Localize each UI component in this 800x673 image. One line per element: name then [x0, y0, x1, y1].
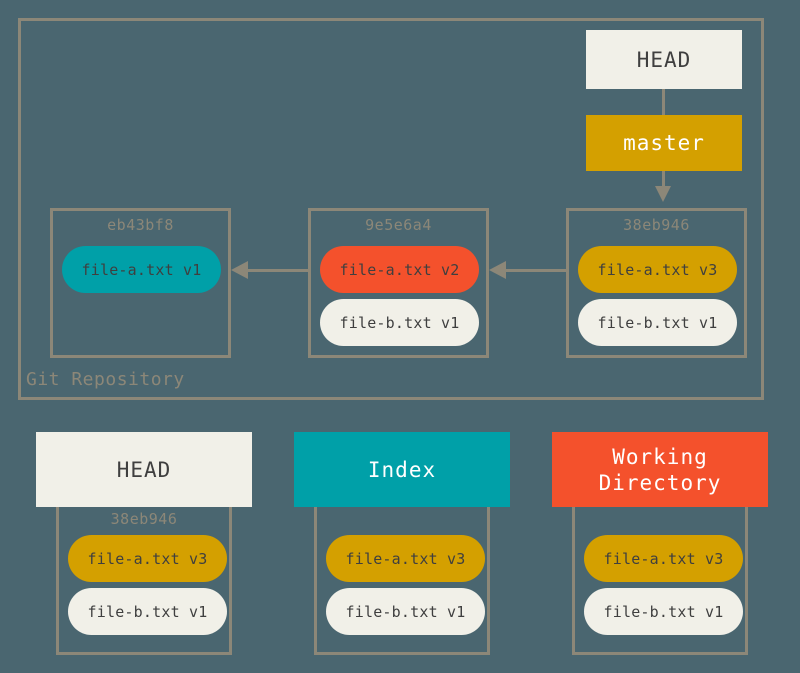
area-panel-index: Index file-a.txt v3 file-b.txt v1 — [294, 432, 510, 655]
file-pill-file-a-v3[interactable]: file-a.txt v3 — [326, 535, 485, 582]
file-pill-file-a-v1[interactable]: file-a.txt v1 — [62, 246, 221, 293]
commit-box-9e5e6a4[interactable]: 9e5e6a4 file-a.txt v2 file-b.txt v1 — [308, 208, 489, 358]
area-body-head — [56, 507, 232, 655]
commit-box-eb43bf8[interactable]: eb43bf8 file-a.txt v1 — [50, 208, 231, 358]
arrow-down-icon — [655, 186, 671, 202]
file-pill-file-a-v3[interactable]: file-a.txt v3 — [578, 246, 737, 293]
file-pill-file-a-v3[interactable]: file-a.txt v3 — [68, 535, 227, 582]
commit-hash-label: eb43bf8 — [107, 216, 174, 234]
file-pill-file-a-v2[interactable]: file-a.txt v2 — [320, 246, 479, 293]
arrow-left-icon — [489, 261, 506, 279]
git-repository-frame — [18, 18, 764, 400]
arrow-left-icon — [231, 261, 248, 279]
commit-edge-line — [505, 269, 567, 272]
file-pill-file-b-v1[interactable]: file-b.txt v1 — [578, 299, 737, 346]
file-pill-file-b-v1[interactable]: file-b.txt v1 — [326, 588, 485, 635]
file-pill-file-b-v1[interactable]: file-b.txt v1 — [584, 588, 743, 635]
file-pill-file-b-v1[interactable]: file-b.txt v1 — [68, 588, 227, 635]
area-body-index — [314, 507, 490, 655]
area-title-index[interactable]: Index — [294, 432, 510, 507]
area-title-head[interactable]: HEAD — [36, 432, 252, 507]
git-repository-label: Git Repository — [26, 369, 185, 390]
file-pill-file-a-v3[interactable]: file-a.txt v3 — [584, 535, 743, 582]
commit-hash-label: 9e5e6a4 — [365, 216, 432, 234]
area-title-line2: Directory — [598, 470, 722, 495]
area-title-line1: Working — [612, 444, 708, 469]
commit-edge-line — [247, 269, 309, 272]
commit-box-38eb946[interactable]: 38eb946 file-a.txt v3 file-b.txt v1 — [566, 208, 747, 358]
area-title-working-directory[interactable]: Working Directory — [552, 432, 768, 507]
master-to-commit-connector — [662, 171, 665, 195]
area-panel-working-directory: Working Directory file-a.txt v3 file-b.t… — [552, 432, 768, 655]
file-pill-file-b-v1[interactable]: file-b.txt v1 — [320, 299, 479, 346]
area-body-working-directory — [572, 507, 748, 655]
head-ref-box[interactable]: HEAD — [586, 30, 742, 89]
area-hash-label: 38eb946 — [110, 510, 178, 528]
master-branch-box[interactable]: master — [586, 115, 742, 171]
head-to-master-connector — [662, 89, 665, 115]
commit-hash-label: 38eb946 — [623, 216, 690, 234]
area-panel-head: HEAD 38eb946 file-a.txt v3 file-b.txt v1 — [36, 432, 252, 655]
